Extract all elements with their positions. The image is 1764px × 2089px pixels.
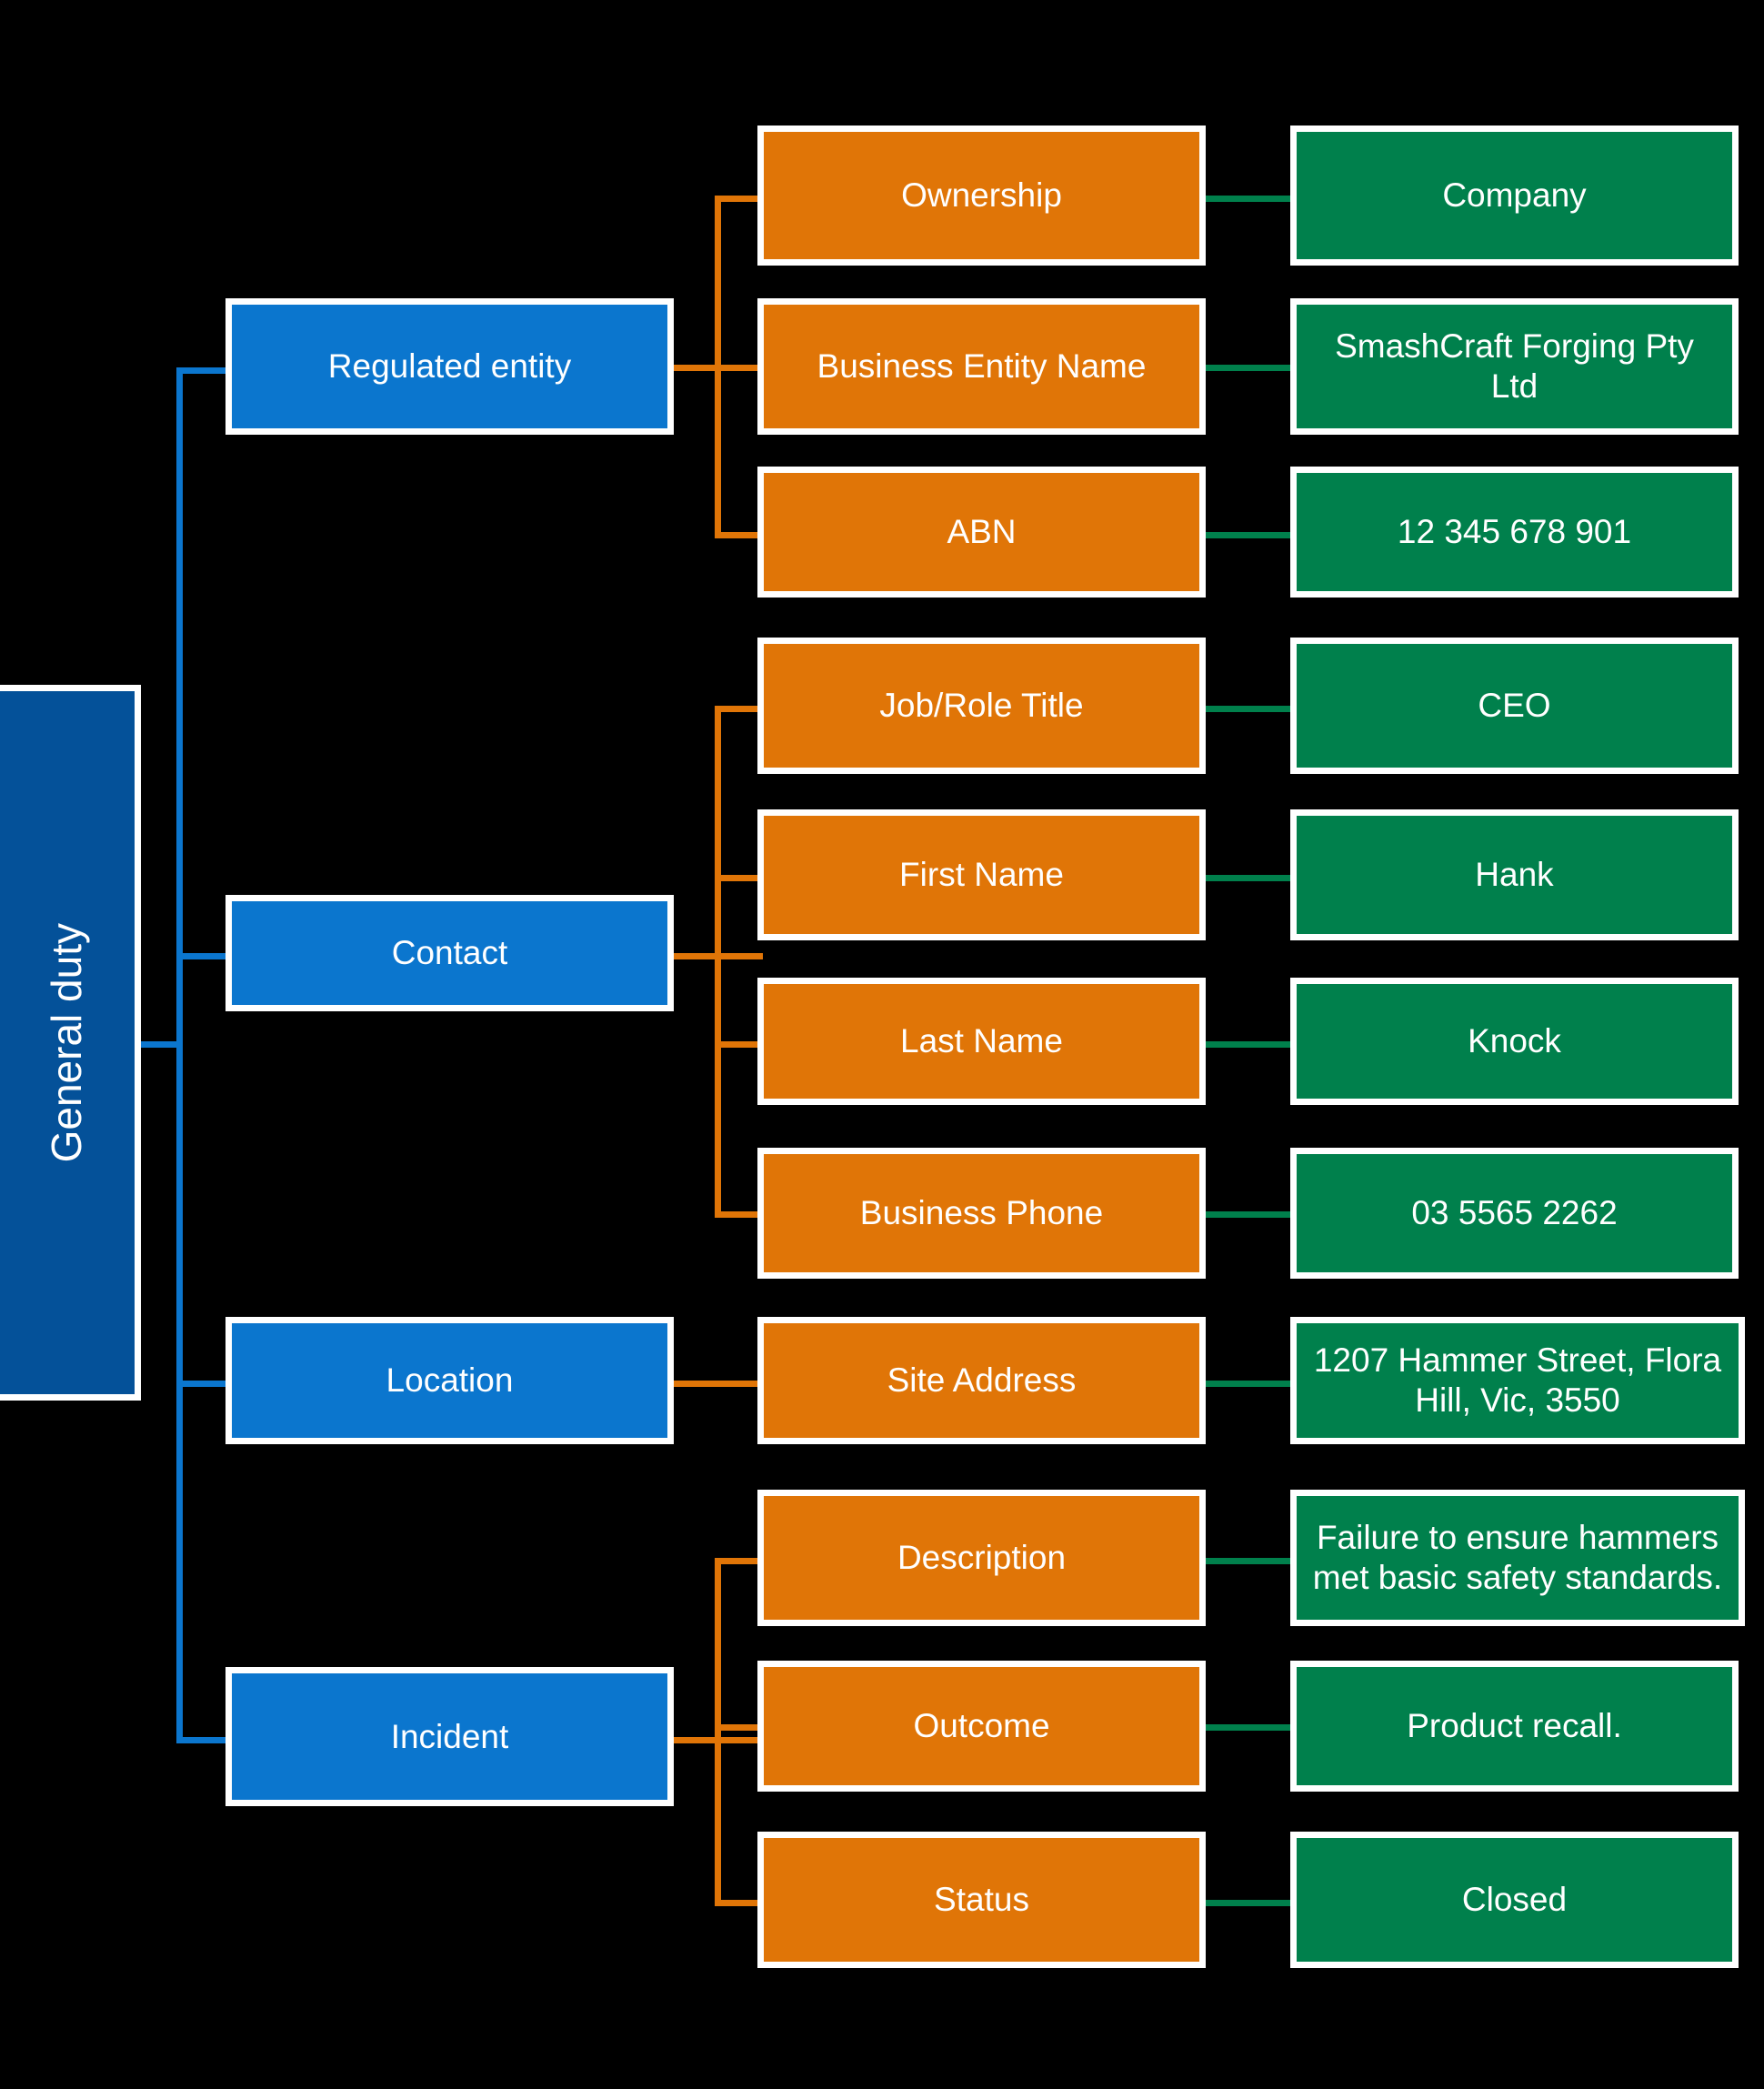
value-label-last-name: Knock: [1468, 1022, 1561, 1060]
connector-value-job-role-title: [1202, 706, 1292, 712]
connector-value-business-phone: [1202, 1211, 1292, 1218]
field-node-ownership[interactable]: Ownership: [757, 126, 1206, 266]
value-node-abn[interactable]: 12 345 678 901: [1290, 467, 1739, 598]
value-label-status: Closed: [1461, 1881, 1568, 1919]
value-label-abn: 12 345 678 901: [1397, 513, 1632, 551]
root-node-label: General duty: [43, 922, 91, 1163]
field-node-first-name[interactable]: First Name: [757, 809, 1206, 940]
connector-value-business-entity-name: [1202, 365, 1292, 371]
connector-branch-status: [715, 1900, 763, 1906]
field-label-business-phone: Business Phone: [859, 1194, 1104, 1232]
value-label-ownership: Company: [1442, 176, 1587, 215]
value-label-business-entity-name: SmashCraft Forging Pty Ltd: [1335, 327, 1694, 405]
connector-root-stem: [141, 1041, 183, 1048]
connector-branch-ownership: [715, 196, 763, 202]
field-node-site-address[interactable]: Site Address: [757, 1317, 1206, 1444]
field-label-description: Description: [897, 1539, 1067, 1577]
field-label-business-entity-name: Business Entity Name: [817, 347, 1147, 386]
connector-incident-trunk: [715, 1558, 721, 1906]
connector-branch-business-entity-name: [715, 365, 763, 371]
connector-value-abn: [1202, 532, 1292, 538]
connector-branch-site-address: [672, 1381, 763, 1387]
connector-value-status: [1202, 1900, 1292, 1906]
connector-blue-to-incident: [176, 1737, 226, 1743]
value-node-outcome[interactable]: Product recall.: [1290, 1661, 1739, 1792]
connector-value-description: [1202, 1558, 1292, 1564]
field-label-job-role-title: Job/Role Title: [879, 687, 1084, 725]
value-label-business-phone: 03 5565 2262: [1411, 1194, 1618, 1232]
category-node-incident[interactable]: Incident: [226, 1667, 674, 1806]
connector-branch-outcome: [715, 1724, 763, 1731]
connector-value-site-address: [1202, 1381, 1292, 1387]
value-node-last-name[interactable]: Knock: [1290, 978, 1739, 1105]
category-node-contact[interactable]: Contact: [226, 895, 674, 1011]
category-node-location[interactable]: Location: [226, 1317, 674, 1444]
connector-regulated-entity-trunk: [715, 196, 721, 532]
field-label-ownership: Ownership: [901, 176, 1062, 215]
category-label-contact: Contact: [391, 934, 508, 972]
value-label-outcome: Product recall.: [1407, 1707, 1622, 1745]
value-node-description[interactable]: Failure to ensure hammers met basic safe…: [1290, 1490, 1745, 1626]
category-label-regulated-entity: Regulated entity: [327, 347, 572, 386]
value-label-site-address: 1207 Hammer Street, Flora Hill, Vic, 355…: [1313, 1341, 1722, 1419]
field-node-job-role-title[interactable]: Job/Role Title: [757, 638, 1206, 774]
connector-contact-trunk: [715, 706, 721, 1211]
field-node-description[interactable]: Description: [757, 1490, 1206, 1626]
field-label-abn: ABN: [947, 513, 1017, 551]
value-node-status[interactable]: Closed: [1290, 1832, 1739, 1968]
category-node-regulated-entity[interactable]: Regulated entity: [226, 298, 674, 435]
field-node-business-entity-name[interactable]: Business Entity Name: [757, 298, 1206, 435]
connector-branch-first-name: [715, 875, 763, 881]
connector-blue-to-regulated-entity: [176, 367, 226, 374]
field-label-last-name: Last Name: [900, 1022, 1063, 1060]
connector-value-first-name: [1202, 875, 1292, 881]
connector-value-ownership: [1202, 196, 1292, 202]
connector-branch-description: [715, 1558, 763, 1564]
connector-value-outcome: [1202, 1724, 1292, 1731]
value-label-job-role-title: CEO: [1478, 687, 1551, 725]
connector-blue-to-contact: [176, 953, 226, 959]
connector-branch-business-phone: [715, 1211, 763, 1218]
connector-branch-abn: [715, 532, 763, 538]
connector-blue-trunk: [176, 367, 183, 1743]
field-node-business-phone[interactable]: Business Phone: [757, 1148, 1206, 1279]
value-node-business-phone[interactable]: 03 5565 2262: [1290, 1148, 1739, 1279]
value-label-description: Failure to ensure hammers met basic safe…: [1312, 1519, 1723, 1596]
connector-blue-to-location: [176, 1381, 226, 1387]
field-node-last-name[interactable]: Last Name: [757, 978, 1206, 1105]
connector-branch-job-role-title: [715, 706, 763, 712]
field-label-first-name: First Name: [899, 856, 1064, 894]
value-node-site-address[interactable]: 1207 Hammer Street, Flora Hill, Vic, 355…: [1290, 1317, 1745, 1444]
value-node-first-name[interactable]: Hank: [1290, 809, 1739, 940]
field-label-site-address: Site Address: [887, 1361, 1077, 1400]
connector-value-last-name: [1202, 1041, 1292, 1048]
root-node-general-duty[interactable]: General duty: [0, 685, 141, 1401]
value-label-first-name: Hank: [1475, 856, 1554, 894]
connector-branch-last-name: [715, 1041, 763, 1048]
value-node-business-entity-name[interactable]: SmashCraft Forging Pty Ltd: [1290, 298, 1739, 435]
field-node-abn[interactable]: ABN: [757, 467, 1206, 598]
value-node-ownership[interactable]: Company: [1290, 126, 1739, 266]
field-node-status[interactable]: Status: [757, 1832, 1206, 1968]
field-label-status: Status: [934, 1881, 1029, 1919]
field-node-outcome[interactable]: Outcome: [757, 1661, 1206, 1792]
category-label-incident: Incident: [390, 1717, 509, 1755]
value-node-job-role-title[interactable]: CEO: [1290, 638, 1739, 774]
field-label-outcome: Outcome: [913, 1707, 1050, 1745]
category-label-location: Location: [386, 1361, 514, 1400]
